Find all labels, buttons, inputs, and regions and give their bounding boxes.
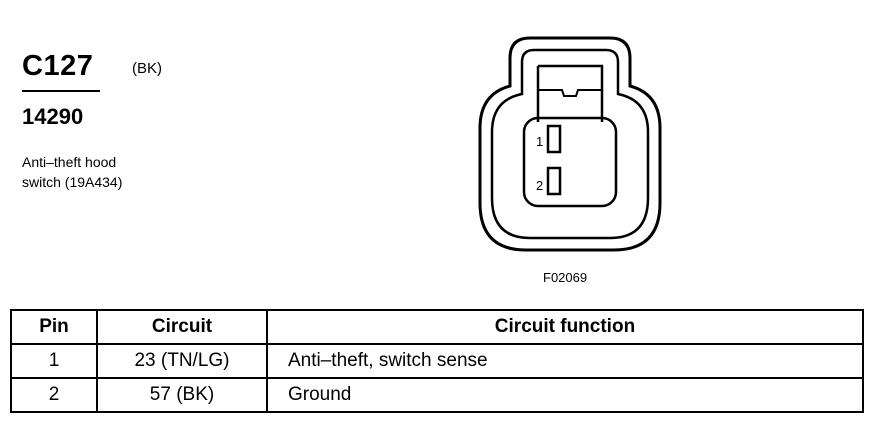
- terminal-cavity-block: [522, 116, 618, 208]
- part-number: 14290: [22, 104, 84, 129]
- locking-tab: [536, 64, 604, 122]
- cell-pin: 2: [10, 377, 98, 413]
- connector-outer-housing: [478, 36, 662, 252]
- title-underline: [22, 90, 100, 92]
- pin-table: Pin Circuit Circuit function 1 23 (TN/LG…: [10, 309, 864, 413]
- cell-circuit-function: Ground: [266, 377, 864, 413]
- locking-tab-latch: [538, 89, 602, 97]
- table-header-row: Pin Circuit Circuit function: [10, 309, 864, 345]
- pin-2-terminal: [546, 166, 562, 196]
- pin-1-terminal: [546, 124, 562, 154]
- figure-code: F02069: [543, 270, 588, 285]
- connector-face-diagram: 1 2: [478, 36, 662, 252]
- cell-circuit: 57 (BK): [96, 377, 268, 413]
- table-row: 1 23 (TN/LG) Anti–theft, switch sense: [10, 343, 864, 379]
- cell-pin: 1: [10, 343, 98, 379]
- header-circuit: Circuit: [96, 309, 268, 345]
- header-pin: Pin: [10, 309, 98, 345]
- table-row: 2 57 (BK) Ground: [10, 377, 864, 413]
- pin-1-label: 1: [536, 134, 543, 149]
- header-circuit-function: Circuit function: [266, 309, 864, 345]
- cell-circuit: 23 (TN/LG): [96, 343, 268, 379]
- description-line-2: switch (19A434): [22, 174, 123, 190]
- connector-id: C127: [22, 50, 94, 82]
- cell-circuit-function: Anti–theft, switch sense: [266, 343, 864, 379]
- connector-color-code: (BK): [132, 60, 162, 77]
- connector-description: Anti–theft hood switch (19A434): [22, 152, 122, 192]
- connector-inner-housing: [490, 48, 650, 240]
- pin-2-label: 2: [536, 178, 543, 193]
- description-line-1: Anti–theft hood: [22, 154, 117, 170]
